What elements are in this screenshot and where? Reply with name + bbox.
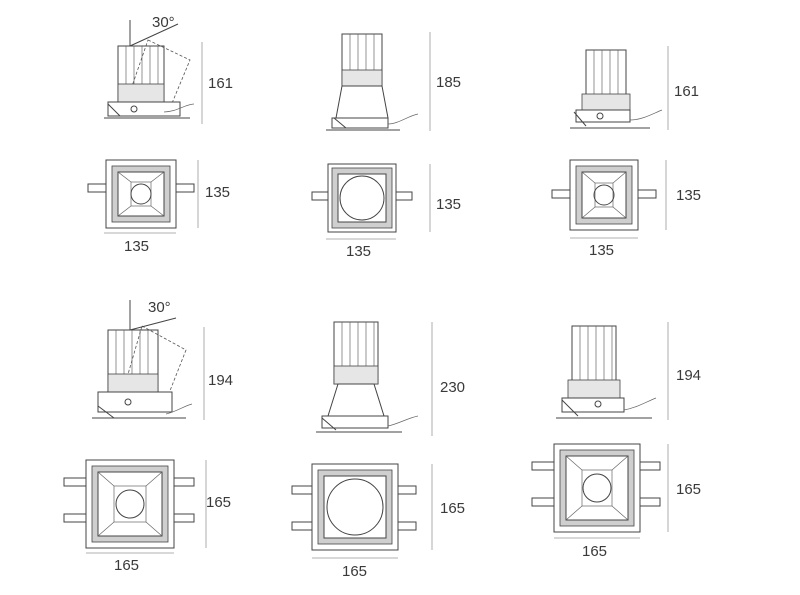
row1-right-side-dimension: 135 <box>665 160 701 230</box>
row1-middle-side-dimension: 135 <box>429 164 461 232</box>
row2-left-side-dimension: 165 <box>205 460 231 548</box>
width-label: 135 <box>346 243 371 260</box>
width-label: 135 <box>589 242 614 259</box>
height-label: 194 <box>208 372 233 389</box>
row2-left-top-view <box>63 459 195 549</box>
height-label: 161 <box>208 75 233 92</box>
row2-right-side-view <box>556 325 657 419</box>
side-label: 135 <box>205 184 230 201</box>
row1-right-width-dimension: 135 <box>570 237 638 259</box>
row1-left-top-view <box>87 159 195 229</box>
row2-left-height-dimension: 194 <box>203 327 233 420</box>
height-label: 230 <box>440 379 465 396</box>
row2-middle-top-view <box>291 463 417 551</box>
side-label: 165 <box>676 481 701 498</box>
row1-left-side-view <box>104 20 195 119</box>
row1-middle-width-dimension: 135 <box>326 238 396 260</box>
row1-middle-side-view <box>326 33 419 131</box>
tilt-angle-label: 30° <box>152 14 175 31</box>
row2-right-top-view <box>531 443 661 533</box>
side-label: 165 <box>440 500 465 517</box>
row2-left-side-view <box>92 300 193 419</box>
row1-left-width-dimension: 135 <box>104 232 176 255</box>
row2-middle-height-dimension: 230 <box>431 322 465 436</box>
height-label: 194 <box>676 367 701 384</box>
tilt-angle-label: 30° <box>148 299 171 316</box>
height-label: 185 <box>436 74 461 91</box>
side-label: 135 <box>676 187 701 204</box>
row2-middle-side-dimension: 165 <box>431 464 465 550</box>
width-label: 135 <box>124 238 149 255</box>
side-label: 135 <box>436 196 461 213</box>
row2-right-height-dimension: 194 <box>667 322 701 420</box>
row2-right-width-dimension: 165 <box>554 537 640 560</box>
width-label: 165 <box>114 557 139 574</box>
side-label: 165 <box>206 494 231 511</box>
row1-middle-height-dimension: 185 <box>429 32 461 131</box>
row1-right-side-view <box>570 49 663 129</box>
height-label: 161 <box>674 83 699 100</box>
row2-left-tilt-angle: 30° <box>148 299 171 316</box>
row1-left-side-dimension: 135 <box>197 160 230 228</box>
row2-middle-width-dimension: 165 <box>312 557 398 580</box>
row2-left-width-dimension: 165 <box>86 552 174 574</box>
row1-left-height-dimension: 161 <box>201 42 233 124</box>
row1-right-top-view <box>551 159 657 231</box>
row1-left-tilt-angle: 30° <box>152 14 175 31</box>
row2-right-side-dimension: 165 <box>667 444 701 532</box>
row1-middle-top-view <box>311 163 413 233</box>
row2-middle-side-view <box>316 321 419 433</box>
row1-right-height-dimension: 161 <box>667 46 699 130</box>
width-label: 165 <box>342 563 367 580</box>
width-label: 165 <box>582 543 607 560</box>
